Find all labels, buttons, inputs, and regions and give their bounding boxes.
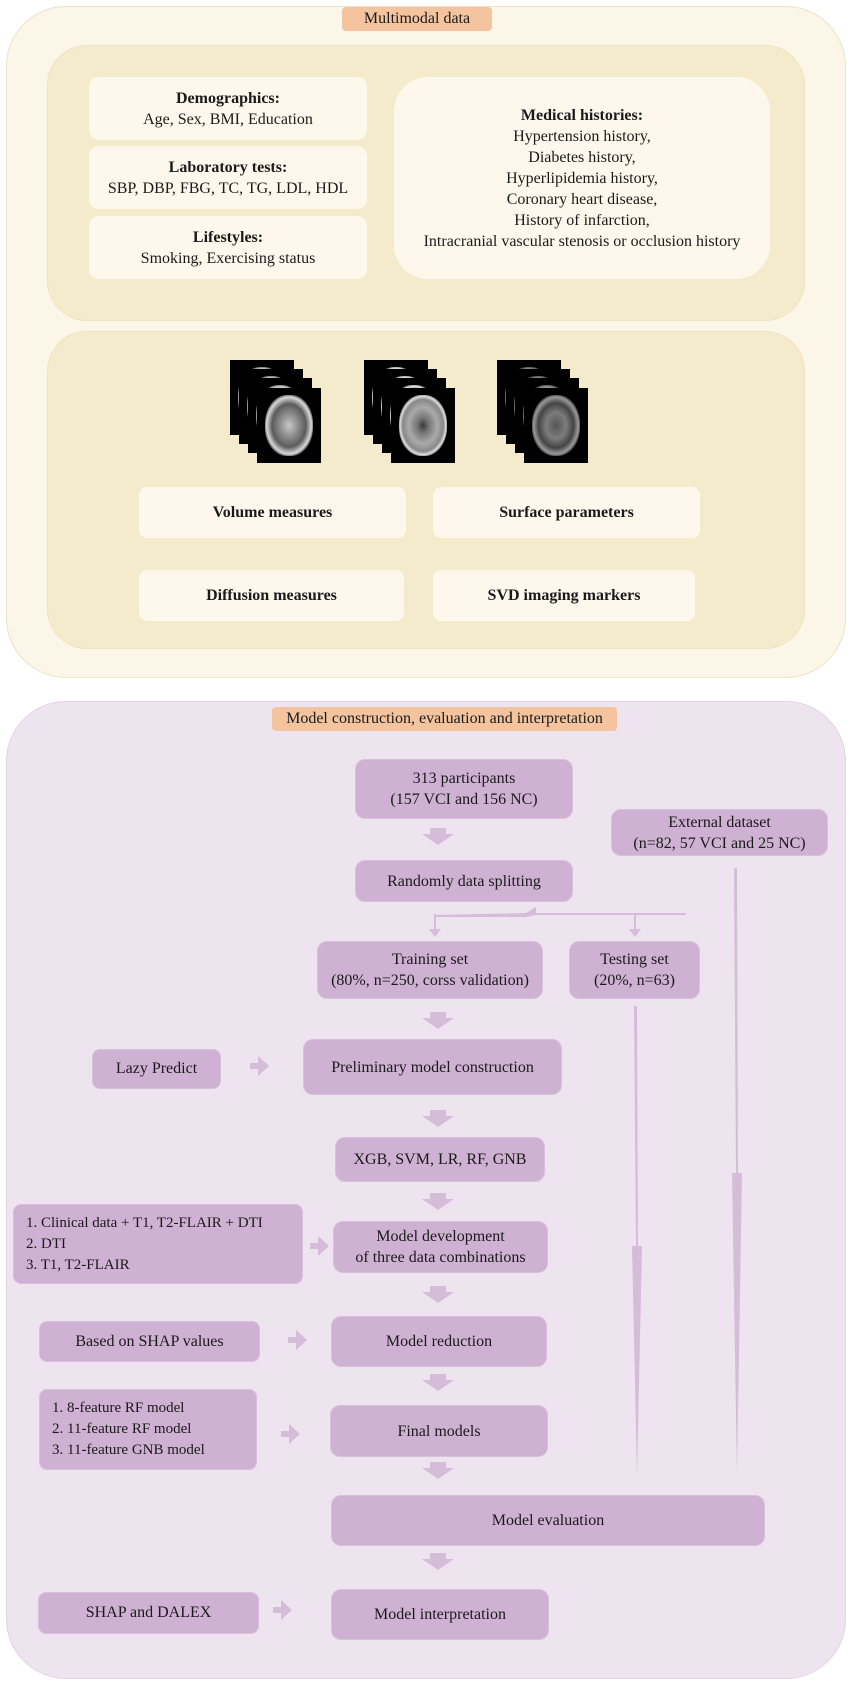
external-dataset-node: External dataset (n=82, 57 VCI and 25 NC… — [611, 809, 828, 856]
demographics-box: Demographics: Age, Sex, BMI, Education — [89, 77, 367, 140]
arrow-down-7 — [422, 1462, 454, 1479]
shap-dalex-node: SHAP and DALEX — [38, 1592, 259, 1634]
model-interpretation-node: Model interpretation — [331, 1589, 549, 1640]
data-splitting-node: Randomly data splitting — [355, 860, 573, 902]
diffusion-measures-box: Diffusion measures — [139, 570, 404, 621]
algorithms-node: XGB, SVM, LR, RF, GNB — [335, 1137, 545, 1182]
split-connector — [436, 907, 686, 917]
final-item: 3. 11-feature GNB model — [52, 1442, 205, 1458]
combo-item: 2. DTI — [26, 1235, 66, 1252]
final-item: 2. 11-feature RF model — [52, 1421, 192, 1437]
arrow-down-2 — [422, 1012, 454, 1029]
surface-parameters-box: Surface parameters — [433, 487, 700, 538]
medical-line: Coronary heart disease, — [506, 190, 658, 208]
medical-line: Hyperlipidemia history, — [506, 169, 658, 187]
combo-item: 1. Clinical data + T1, T2-FLAIR + DTI — [26, 1214, 263, 1231]
arrow-down-6 — [422, 1374, 454, 1391]
development-line: of three data combinations — [355, 1249, 526, 1266]
preliminary-model-node: Preliminary model construction — [303, 1039, 562, 1095]
model-section-title: Model construction, evaluation and inter… — [272, 707, 617, 731]
testing-line: Testing set — [600, 951, 669, 968]
arrow-down-4 — [422, 1193, 454, 1210]
medical-heading: Medical histories: — [520, 106, 644, 124]
lifestyles-items: Smoking, Exercising status — [140, 249, 316, 267]
model-reduction-node: Model reduction — [331, 1316, 547, 1367]
arrow-down-3 — [422, 1110, 454, 1127]
arrow-down-8 — [422, 1553, 454, 1570]
lifestyles-heading: Lifestyles: — [192, 228, 264, 246]
arrow-right-lazy — [250, 1056, 269, 1076]
arrow-right-final — [281, 1424, 300, 1444]
external-line: (n=82, 57 VCI and 25 NC) — [633, 834, 806, 852]
arrow-down-1 — [422, 828, 454, 845]
t1-brain-image-stack — [230, 360, 322, 468]
arrow-right-combos — [310, 1236, 329, 1256]
data-combinations-list: 1. Clinical data + T1, T2-FLAIR + DTI 2.… — [13, 1204, 303, 1284]
arrow-down-5 — [422, 1286, 454, 1303]
dti-brain-image-stack — [497, 360, 589, 468]
laboratory-tests-box: Laboratory tests: SBP, DBP, FBG, TC, TG,… — [89, 146, 367, 209]
svd-imaging-markers-box: SVD imaging markers — [433, 570, 695, 621]
testing-line: (20%, n=63) — [593, 972, 675, 989]
final-item: 1. 8-feature RF model — [52, 1400, 185, 1416]
medical-line: Hypertension history, — [513, 127, 651, 145]
demographics-items: Age, Sex, BMI, Education — [143, 110, 313, 128]
arrow-right-shap — [288, 1330, 307, 1350]
flair-brain-image-stack — [364, 360, 456, 468]
laboratory-items: SBP, DBP, FBG, TC, TG, LDL, HDL — [107, 179, 349, 197]
participants-line: (157 VCI and 156 NC) — [390, 791, 538, 808]
shap-values-node: Based on SHAP values — [39, 1321, 260, 1362]
medical-line: Diabetes history, — [528, 148, 636, 166]
training-line: Training set — [391, 951, 469, 968]
laboratory-heading: Laboratory tests: — [168, 158, 288, 176]
model-evaluation-node: Model evaluation — [331, 1495, 765, 1546]
medical-histories-box: Medical histories: Hypertension history,… — [394, 77, 770, 279]
development-line: Model development — [376, 1228, 505, 1245]
medical-line: History of infarction, — [514, 211, 650, 229]
multimodal-data-title: Multimodal data — [342, 7, 492, 31]
external-to-evaluation-arrow — [732, 868, 742, 1476]
volume-measures-box: Volume measures — [139, 487, 406, 538]
medical-line: Intracranial vascular stenosis or occlus… — [423, 232, 741, 250]
external-line: External dataset — [668, 813, 771, 831]
testing-set-node: Testing set (20%, n=63) — [569, 941, 700, 999]
training-line: (80%, n=250, corss validation) — [331, 972, 529, 989]
combo-item: 3. T1, T2-FLAIR — [26, 1256, 130, 1273]
participants-line: 313 participants — [412, 770, 516, 787]
training-set-node: Training set (80%, n=250, corss validati… — [317, 941, 543, 999]
final-models-list: 1. 8-feature RF model 2. 11-feature RF m… — [39, 1389, 257, 1470]
model-development-node: Model development of three data combinat… — [333, 1221, 548, 1273]
lazy-predict-node: Lazy Predict — [92, 1049, 221, 1089]
demographics-heading: Demographics: — [176, 89, 280, 107]
arrow-right-dalex — [273, 1600, 292, 1620]
participants-node: 313 participants (157 VCI and 156 NC) — [355, 759, 573, 819]
final-models-node: Final models — [330, 1405, 548, 1457]
lifestyles-box: Lifestyles: Smoking, Exercising status — [89, 216, 367, 279]
testing-to-evaluation-arrow — [632, 1006, 642, 1476]
